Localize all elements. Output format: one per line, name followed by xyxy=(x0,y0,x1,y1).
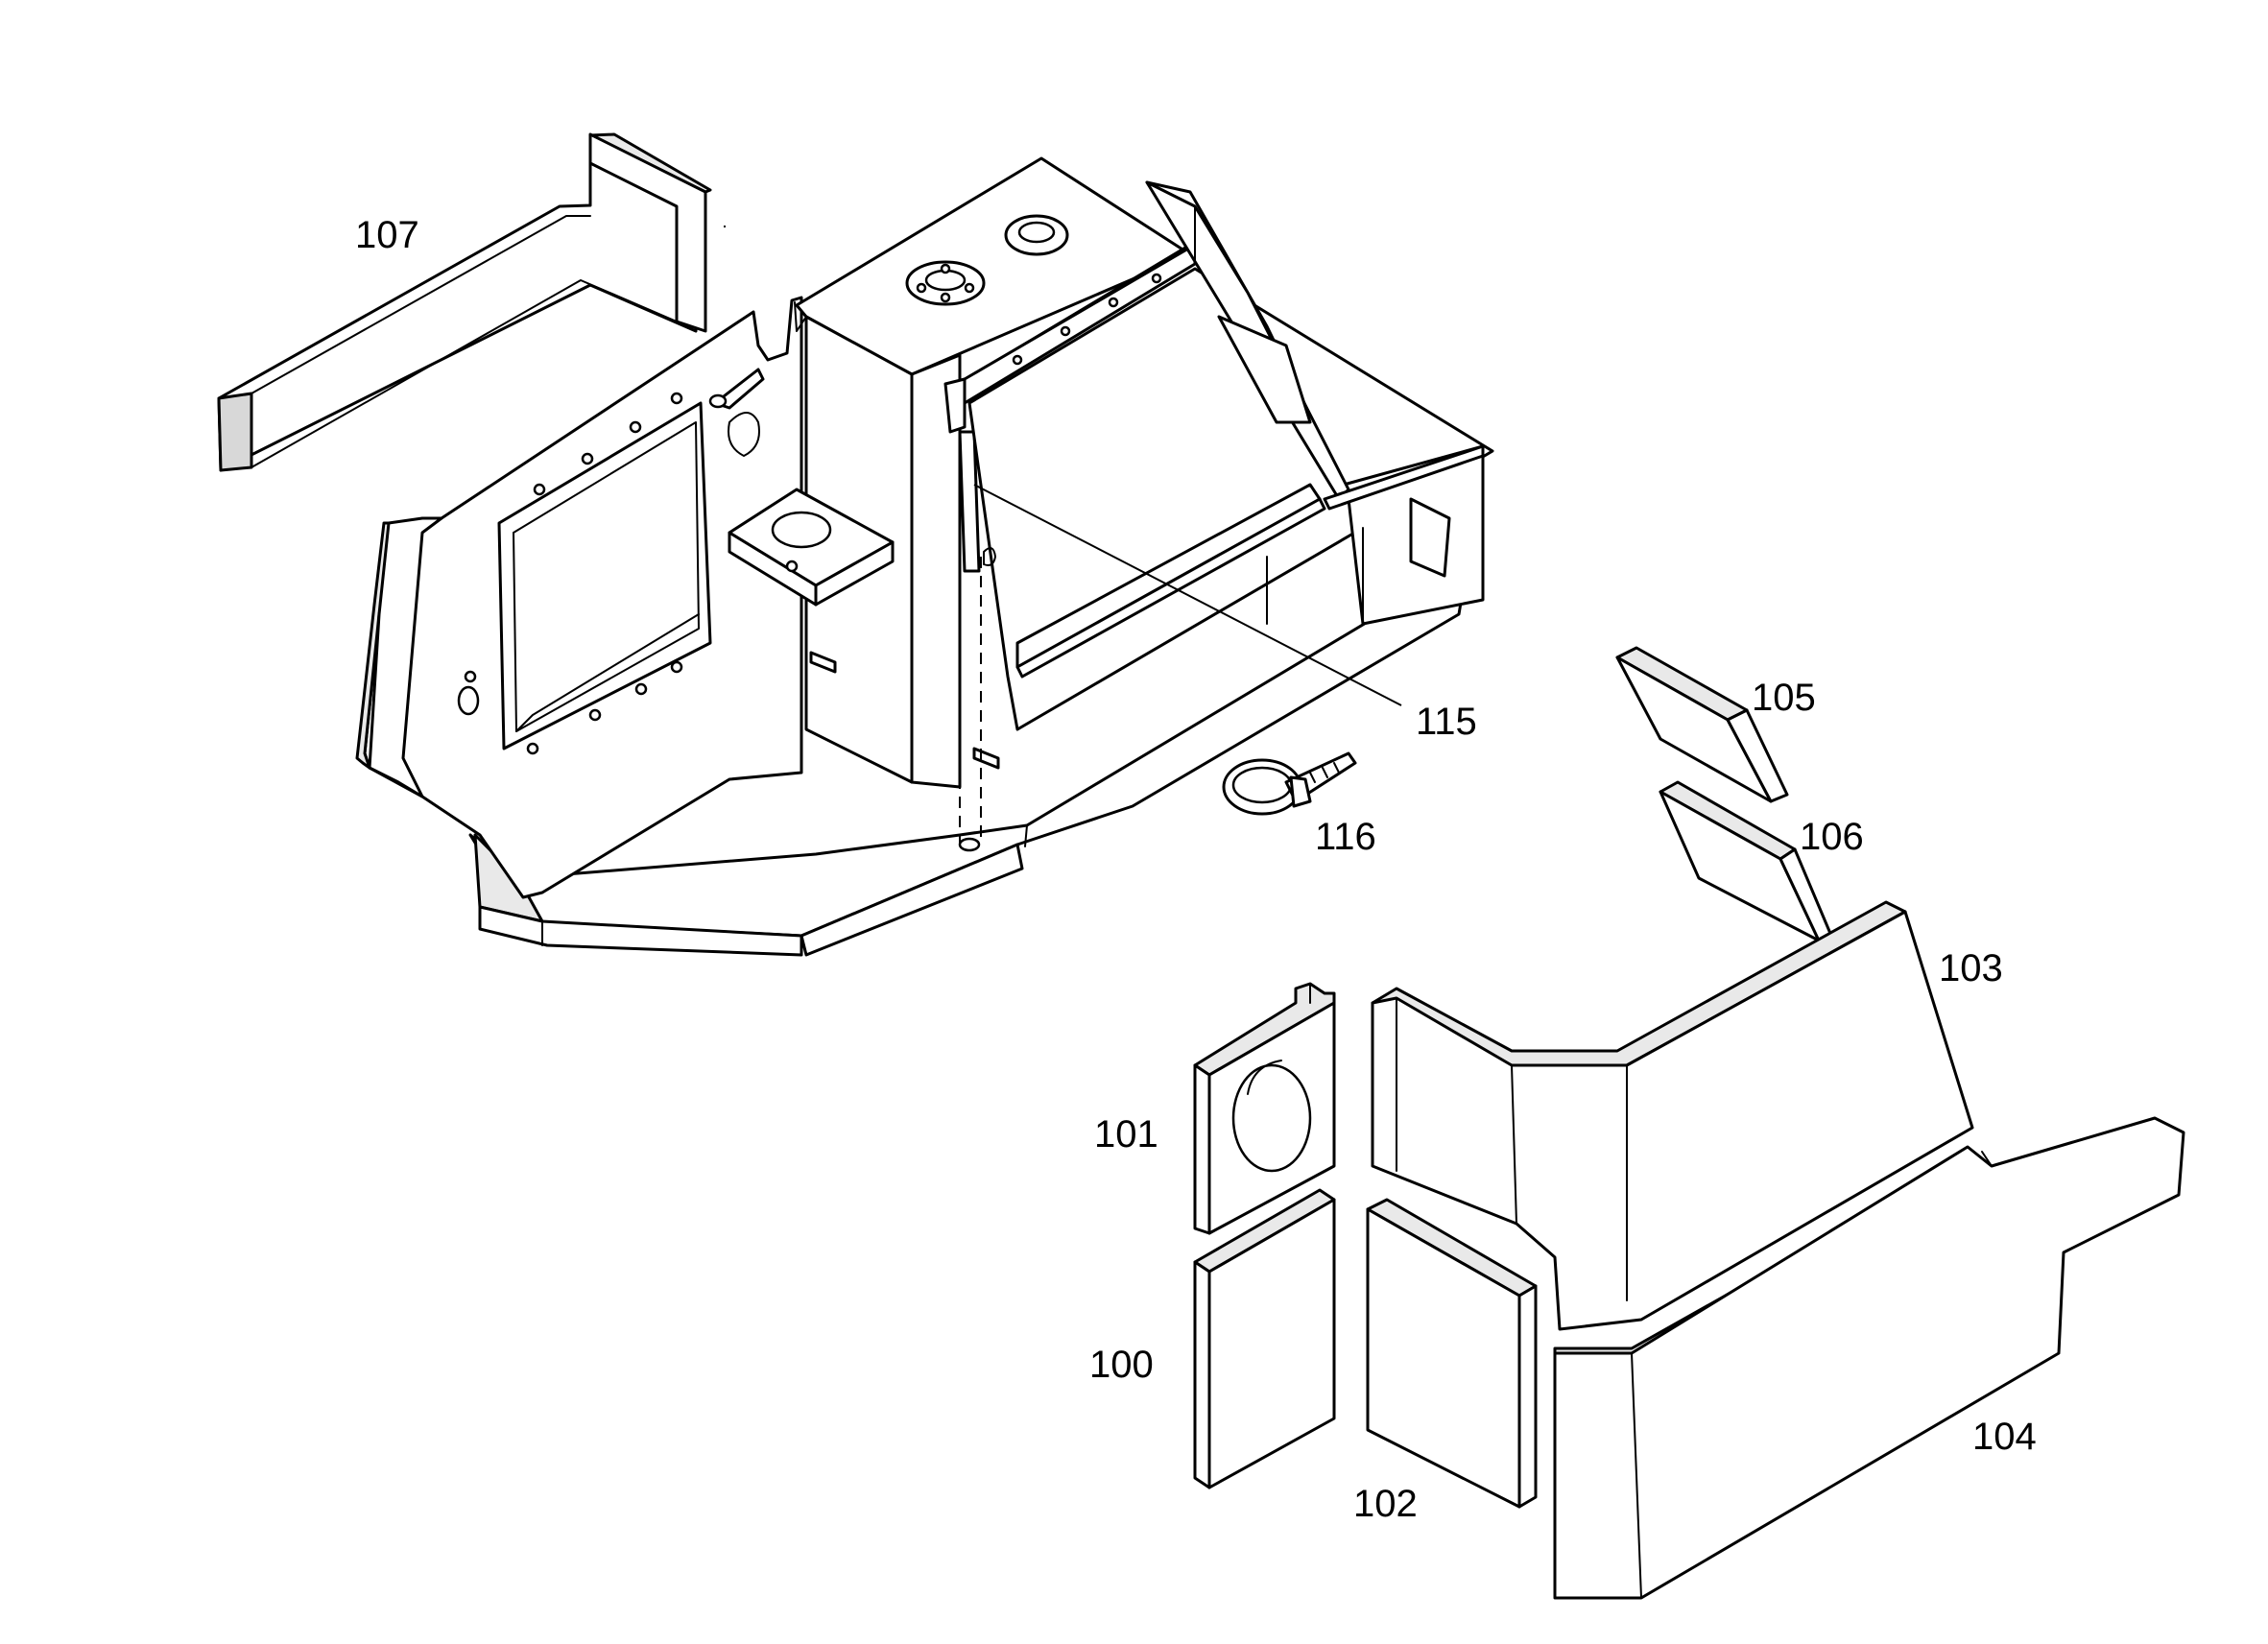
part-107 xyxy=(217,132,712,472)
callout-115: 115 xyxy=(1416,701,1477,743)
part-103 xyxy=(1371,900,1974,1331)
main-frame xyxy=(355,156,1494,957)
callout-116: 116 xyxy=(1315,816,1376,858)
callout-104: 104 xyxy=(1972,1416,2037,1458)
part-102 xyxy=(1366,1198,1538,1509)
callout-102: 102 xyxy=(1353,1483,1418,1525)
callout-101: 101 xyxy=(1094,1113,1158,1156)
callout-100: 100 xyxy=(1089,1344,1154,1386)
part-116 xyxy=(1222,751,1357,816)
leader-lines xyxy=(724,226,1402,706)
part-104 xyxy=(1553,1116,2185,1600)
callout-107: 107 xyxy=(355,214,419,256)
callout-105: 105 xyxy=(1752,677,1816,719)
part-101 xyxy=(1193,982,1336,1235)
callout-103: 103 xyxy=(1939,947,2003,989)
callout-106: 106 xyxy=(1800,816,1864,858)
callout-labels: 107 115 116 105 106 103 101 100 102 104 xyxy=(355,214,2037,1525)
part-106 xyxy=(1659,780,1833,942)
part-100 xyxy=(1193,1188,1336,1489)
part-105 xyxy=(1615,646,1789,803)
